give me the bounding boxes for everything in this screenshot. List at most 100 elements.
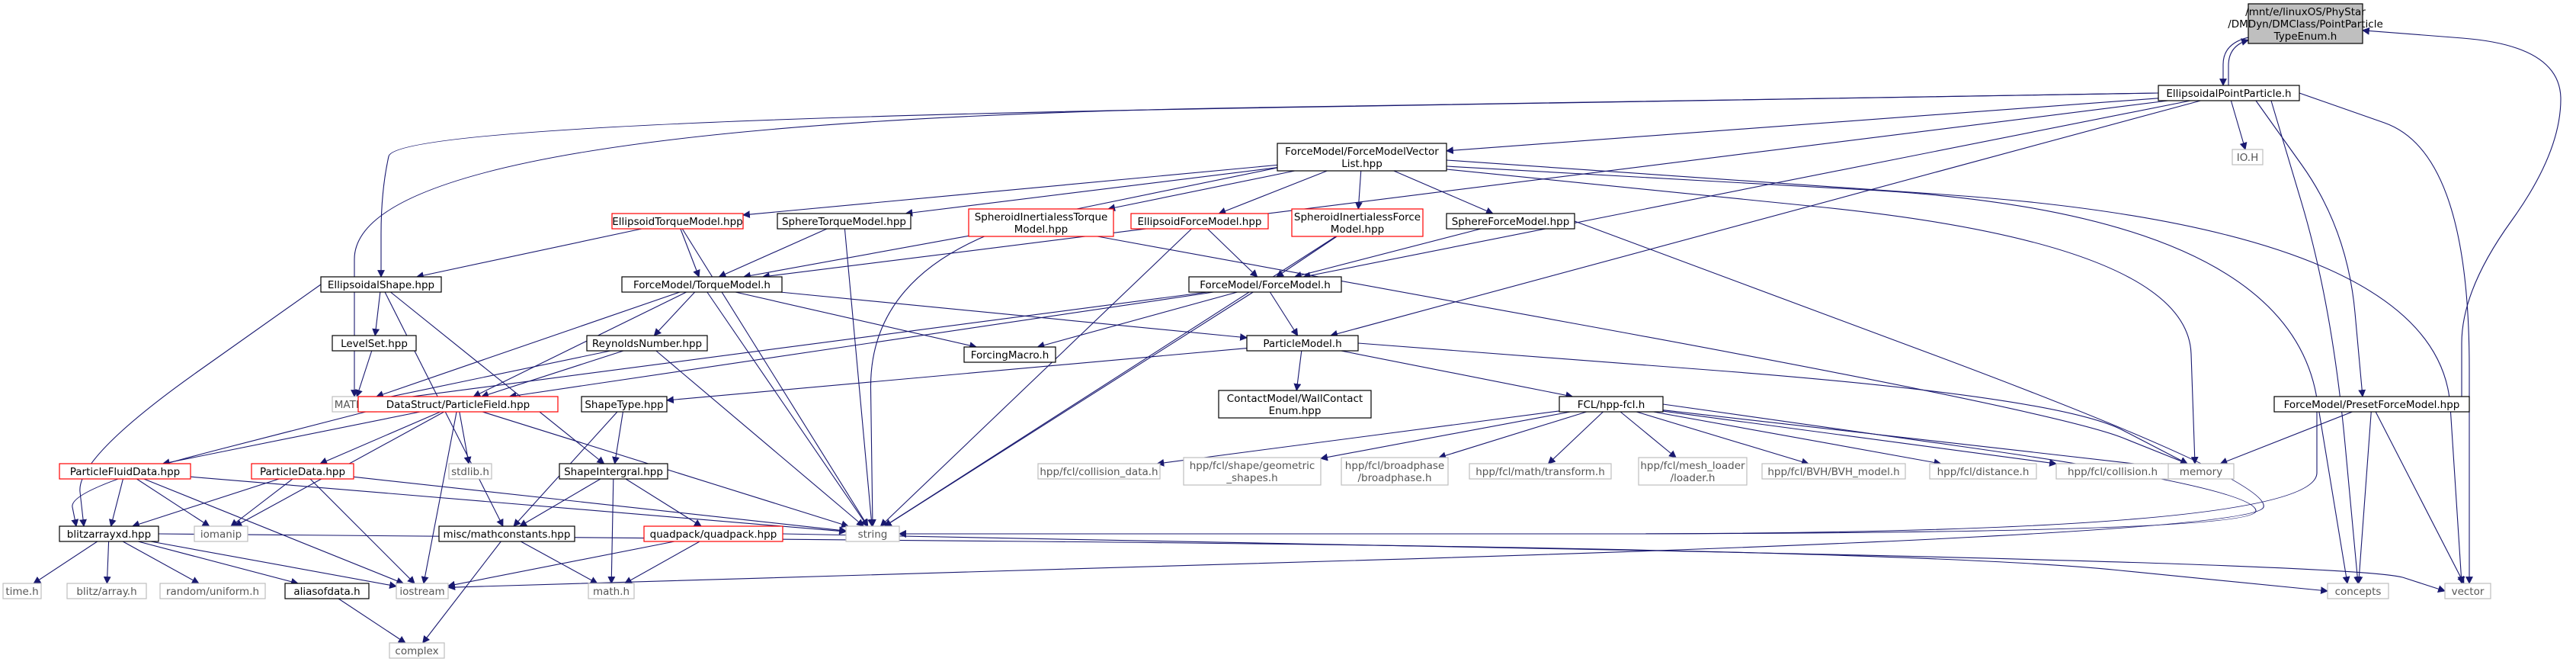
node-box <box>1130 213 1269 230</box>
node-epp[interactable]: EllipsoidalPointParticle.h <box>2158 85 2300 101</box>
node-label: string <box>858 528 888 541</box>
edge-si-to-mathh <box>607 478 616 584</box>
node-label: ReynoldsNumber.hpp <box>592 338 702 350</box>
edge-pd-to-iomanip <box>230 478 293 527</box>
edge-rn-to-dspf <box>481 350 624 398</box>
node-label: ParticleModel.h <box>1263 338 1341 350</box>
node-concepts: concepts <box>2327 583 2389 599</box>
node-box <box>59 525 159 542</box>
node-fm[interactable]: ForceModel/ForceModel.h <box>1188 276 1342 293</box>
node-es[interactable]: EllipsoidalShape.hpp <box>320 276 442 293</box>
node-dist: hpp/fcl/distance.h <box>1929 463 2037 480</box>
node-vector: vector <box>2444 583 2491 599</box>
node-box <box>968 208 1114 237</box>
node-st[interactable]: ShapeType.hpp <box>581 396 668 413</box>
node-label: ShapeType.hpp <box>585 399 663 411</box>
node-efm[interactable]: EllipsoidForceModel.hpp <box>1130 213 1269 230</box>
node-si[interactable]: ShapeIntergral.hpp <box>559 463 668 480</box>
edge-fmvl-to-stm <box>905 167 1278 217</box>
edge-epp-to-fmvl <box>1446 98 2159 155</box>
node-box <box>588 583 635 599</box>
edge-fmvl-to-string <box>868 167 1278 527</box>
node-dspf[interactable]: DataStruct/ParticleField.hpp <box>357 396 559 413</box>
edge-epp-to-es <box>377 92 2159 278</box>
node-box <box>581 396 668 413</box>
node-box <box>1469 463 1612 480</box>
node-pd[interactable]: ParticleData.hpp <box>251 463 354 480</box>
node-box <box>1037 463 1161 480</box>
node-rn[interactable]: ReynoldsNumber.hpp <box>586 335 708 352</box>
node-label: EllipsoidalPointParticle.h <box>2166 88 2291 100</box>
node-label: hpp/fcl/broadphase <box>1345 460 1444 472</box>
node-box <box>621 276 783 293</box>
node-qp[interactable]: quadpack/quadpack.hpp <box>643 525 783 542</box>
node-blitz[interactable]: blitzarrayxd.hpp <box>59 525 159 542</box>
node-box <box>1638 457 1748 486</box>
node-pfpm[interactable]: ForceModel/PresetForceModel.hpp <box>2273 396 2470 413</box>
node-label: hpp/fcl/math/transform.h <box>1475 466 1605 478</box>
node-stdlib: stdlib.h <box>448 463 492 480</box>
node-label: ForceModel/ForceModelVector <box>1285 146 1439 158</box>
edge-pm-to-st <box>666 348 1248 404</box>
node-complex: complex <box>389 642 445 659</box>
edge-sifm-to-fm <box>1276 236 1338 278</box>
edge-fcl-to-bvh <box>1636 411 1809 466</box>
node-label: /loader.h <box>1671 472 1716 484</box>
node-mc[interactable]: misc/mathconstants.hpp <box>438 525 575 542</box>
node-label: LevelSet.hpp <box>341 338 408 350</box>
node-etm[interactable]: EllipsoidTorqueModel.hpp <box>611 213 744 230</box>
dependency-edges <box>33 27 2562 644</box>
edge-epp-to-root <box>2228 38 2249 86</box>
node-coll: hpp/fcl/collision.h <box>2055 463 2170 480</box>
node-stm[interactable]: SphereTorqueModel.hpp <box>777 213 912 230</box>
node-box <box>2248 3 2363 44</box>
edge-fmvl-to-sfm <box>1393 170 1494 215</box>
node-box <box>1188 276 1342 293</box>
node-aod[interactable]: aliasofdata.h <box>284 583 370 599</box>
node-fmac[interactable]: ForcingMacro.h <box>963 346 1056 363</box>
node-label: iomanip <box>200 528 242 541</box>
node-box <box>586 335 708 352</box>
node-iomanip: iomanip <box>194 525 248 542</box>
node-pm[interactable]: ParticleModel.h <box>1246 335 1359 352</box>
node-label: math.h <box>593 586 630 598</box>
edge-mc-to-mathh <box>521 541 598 584</box>
node-tm[interactable]: ForceModel/TorqueModel.h <box>621 276 783 293</box>
edge-mc-to-complex <box>422 541 501 644</box>
node-box <box>2444 583 2491 599</box>
node-fcl[interactable]: FCL/hpp-fcl.h <box>1559 396 1664 413</box>
edge-epp-to-vector <box>2299 92 2473 584</box>
edge-tm-to-mathH <box>376 291 681 398</box>
edge-st-to-si <box>612 411 623 464</box>
node-label: hpp/fcl/mesh_loader <box>1640 460 1745 472</box>
node-ls[interactable]: LevelSet.hpp <box>332 335 417 352</box>
edge-pm-to-fcl <box>1341 350 1574 400</box>
node-pfd[interactable]: ParticleFluidData.hpp <box>59 463 191 480</box>
edge-pfd-to-blitz <box>108 478 123 527</box>
edge-pfd-to-string <box>190 476 847 535</box>
edge-es-to-blitz <box>79 284 322 527</box>
node-box <box>611 213 744 230</box>
edge-pd-to-iostream <box>309 478 415 584</box>
node-cd: hpp/fcl/collision_data.h <box>1037 463 1161 480</box>
node-box <box>332 335 417 352</box>
node-bvh: hpp/fcl/BVH/BVH_model.h <box>1761 463 1906 480</box>
node-label: SpheroidInertialessForce <box>1294 211 1421 223</box>
node-label: blitzarrayxd.hpp <box>67 528 151 541</box>
edge-fmvl-to-sifm <box>1354 170 1363 210</box>
node-label: EllipsoidTorqueModel.hpp <box>612 216 742 228</box>
edge-pfpm-to-vector <box>2375 411 2465 584</box>
node-mathh: math.h <box>588 583 635 599</box>
node-root[interactable]: /mnt/e/linuxOS/PhyStar/DMDyn/DMClass/Poi… <box>2228 3 2383 44</box>
edge-blitz-to-ru <box>122 541 200 584</box>
node-iostream: iostream <box>396 583 449 599</box>
edge-es-to-si <box>390 291 605 464</box>
node-sfm[interactable]: SphereForceModel.hpp <box>1446 213 1575 230</box>
node-label: ContactModel/WallContact <box>1227 393 1363 405</box>
node-label: iostream <box>399 586 444 598</box>
edge-fm-to-mathH <box>376 291 1207 404</box>
